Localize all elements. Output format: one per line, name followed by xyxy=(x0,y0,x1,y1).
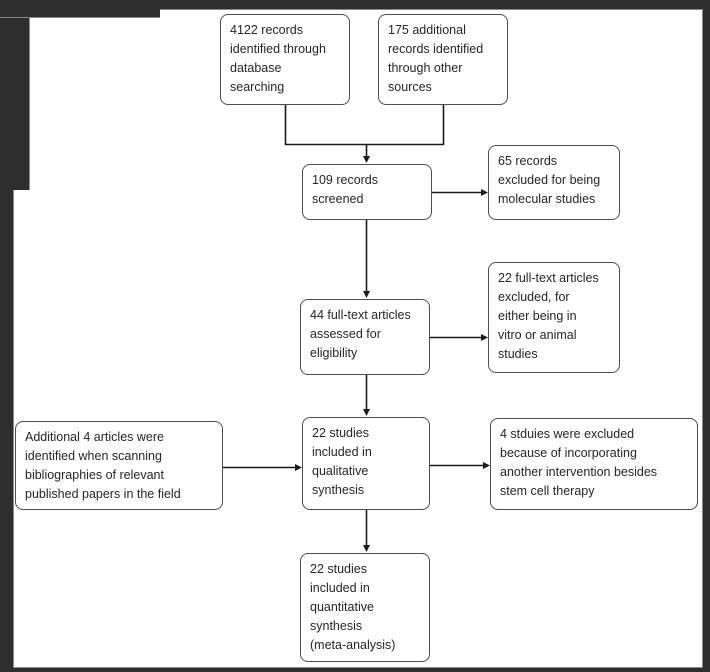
frame-top-notch xyxy=(0,0,160,18)
box-records-identified-other: 175 additional records identified throug… xyxy=(378,14,508,105)
frame-left-notch xyxy=(0,0,30,190)
box-records-screened: 109 records screened xyxy=(302,164,432,220)
box-excluded-other-intervention: 4 stduies were excluded because of incor… xyxy=(490,418,698,510)
box-fulltext-assessed: 44 full-text articles assessed for eligi… xyxy=(300,299,430,375)
box-qualitative-synthesis: 22 studies included in qualitative synth… xyxy=(302,417,430,510)
box-quantitative-synthesis: 22 studies included in quantitative synt… xyxy=(300,553,430,662)
box-records-identified-database: 4122 records identified through database… xyxy=(220,14,350,105)
box-additional-articles-bibliographies: Additional 4 articles were identified wh… xyxy=(15,421,223,510)
box-fulltext-excluded: 22 full-text articles excluded, for eith… xyxy=(488,262,620,373)
box-records-excluded-molecular: 65 records excluded for being molecular … xyxy=(488,145,620,220)
